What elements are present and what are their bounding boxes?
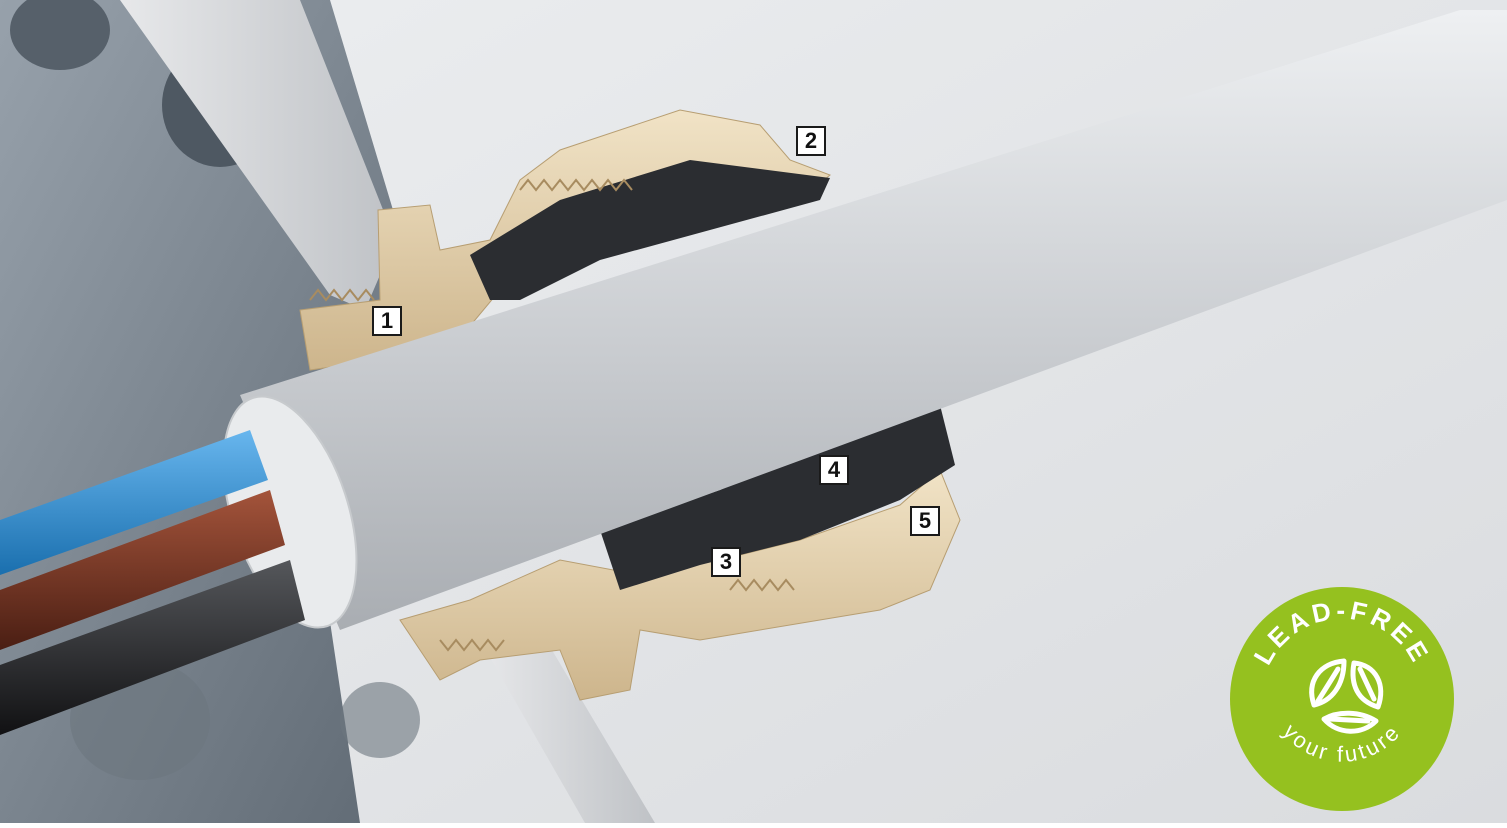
wire-blue	[0, 430, 268, 575]
sealing-insert-lower	[600, 405, 955, 590]
badge-circle	[1230, 587, 1454, 811]
callout-4: 4	[819, 455, 849, 485]
callout-2: 2	[796, 126, 826, 156]
enclosure-boss-small	[340, 682, 420, 758]
callout-3: 3	[711, 547, 741, 577]
enclosure-wall-lower	[480, 630, 655, 823]
callout-1: 1	[372, 306, 402, 336]
thread-lines	[309, 178, 795, 652]
leaf-cycle-icon	[1309, 658, 1384, 734]
enclosure-hole-left	[10, 0, 110, 70]
enclosure-wall-upper	[120, 0, 395, 310]
callout-5: 5	[910, 506, 940, 536]
cable-sheath	[240, 10, 1507, 630]
wire-black	[0, 560, 305, 735]
wire-brown	[0, 490, 285, 650]
sealing-insert-upper	[470, 160, 830, 300]
lead-free-badge: LEAD-FREE your future	[1228, 585, 1456, 813]
